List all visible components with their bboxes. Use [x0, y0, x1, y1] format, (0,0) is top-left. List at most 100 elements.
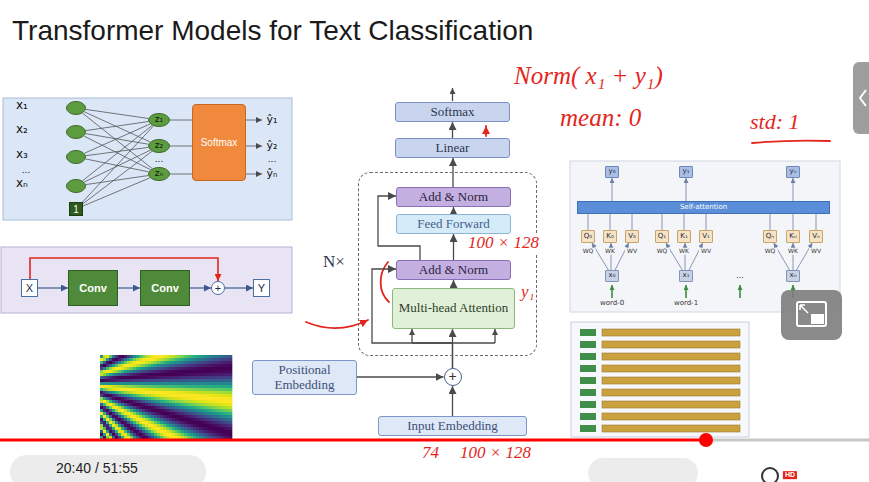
heatmap-cell — [217, 391, 220, 394]
heatmap-cell — [148, 361, 151, 364]
heatmap-cell — [178, 361, 181, 364]
heatmap-cell — [223, 403, 226, 406]
heatmap-cell — [100, 409, 103, 412]
heatmap-cell — [199, 391, 202, 394]
heatmap-cell — [103, 409, 106, 412]
heatmap-cell — [226, 400, 229, 403]
heatmap-cell — [151, 421, 154, 424]
heatmap-cell — [226, 394, 229, 397]
output-arrow — [246, 120, 262, 121]
heatmap-cell — [190, 418, 193, 421]
heatmap-cell — [178, 424, 181, 427]
heatmap-cell — [145, 355, 148, 358]
heatmap-cell — [100, 403, 103, 406]
heatmap-cell — [217, 355, 220, 358]
node-outline — [67, 180, 86, 193]
heatmap-cell — [229, 406, 232, 409]
heatmap-cell — [100, 385, 103, 388]
heatmap-cell — [112, 397, 115, 400]
heatmap-cell — [202, 397, 205, 400]
heatmap-cell — [151, 403, 154, 406]
heatmap-cell — [211, 415, 214, 418]
heatmap-cell — [145, 379, 148, 382]
heatmap-cell — [202, 418, 205, 421]
heatmap-cell — [124, 415, 127, 418]
heatmap-cell — [127, 355, 130, 358]
heatmap-cell — [172, 394, 175, 397]
heatmap-cell — [196, 376, 199, 379]
heatmap-cell — [142, 430, 145, 433]
heatmap-cell — [124, 418, 127, 421]
node-text: Kₙ — [789, 233, 796, 241]
heatmap-cell — [202, 370, 205, 373]
heatmap-cell — [181, 406, 184, 409]
heatmap-cell — [205, 379, 208, 382]
heatmap-cell — [187, 406, 190, 409]
connector — [706, 214, 707, 230]
heatmap-cell — [223, 382, 226, 385]
heatmap-cell — [178, 364, 181, 367]
heatmap-cell — [184, 427, 187, 430]
heatmap-cell — [205, 370, 208, 373]
heatmap-cell — [166, 397, 169, 400]
heatmap-cell — [136, 358, 139, 361]
heatmap-cell — [169, 397, 172, 400]
heatmap-cell — [139, 370, 142, 373]
heatmap-cell — [214, 424, 217, 427]
heatmap-cell — [136, 355, 139, 358]
heatmap-cell — [208, 385, 211, 388]
heatmap-cell — [109, 361, 112, 364]
heatmap-cell — [109, 382, 112, 385]
connector — [816, 214, 817, 230]
heatmap-cell — [130, 376, 133, 379]
heatmap-cell — [214, 379, 217, 382]
heatmap-cell — [142, 394, 145, 397]
heatmap-cell — [211, 361, 214, 364]
heatmap-cell — [217, 406, 220, 409]
heatmap-cell — [193, 379, 196, 382]
heatmap-cell — [229, 427, 232, 430]
connector — [453, 207, 454, 214]
heatmap-cell — [169, 403, 172, 406]
heatmap-cell — [145, 430, 148, 433]
heatmap-cell — [127, 364, 130, 367]
heatmap-cell — [127, 400, 130, 403]
heatmap-cell — [109, 397, 112, 400]
heatmap-cell — [190, 391, 193, 394]
heatmap-cell — [115, 379, 118, 382]
heatmap-cell — [175, 418, 178, 421]
heatmap-cell — [118, 394, 121, 397]
heatmap-cell — [139, 397, 142, 400]
heatmap-cell — [157, 412, 160, 415]
heatmap-cell — [124, 364, 127, 367]
heatmap-cell — [220, 427, 223, 430]
heatmap-cell — [223, 418, 226, 421]
heatmap-cell — [166, 430, 169, 433]
heatmap-cell — [106, 430, 109, 433]
video-time: 20:40 / 51:55 — [56, 461, 138, 476]
heatmap-cell — [175, 409, 178, 412]
heatmap-cell — [214, 400, 217, 403]
heatmap-cell — [178, 379, 181, 382]
heatmap-cell — [178, 406, 181, 409]
heatmap-cell — [100, 427, 103, 430]
heatmap-cell — [184, 421, 187, 424]
heatmap-cell — [154, 430, 157, 433]
heatmap-cell — [169, 385, 172, 388]
heatmap-cell — [109, 367, 112, 370]
heatmap-cell — [190, 421, 193, 424]
heatmap-cell — [112, 376, 115, 379]
heatmap-cell — [154, 427, 157, 430]
embedding-row — [580, 377, 740, 384]
heatmap-cell — [202, 400, 205, 403]
heatmap-cell — [160, 394, 163, 397]
qkv-vector: Q₁ — [655, 230, 669, 243]
heatmap-cell — [202, 406, 205, 409]
heatmap-cell — [163, 427, 166, 430]
heatmap-cell — [193, 415, 196, 418]
heatmap-cell — [199, 397, 202, 400]
attention-panel — [570, 161, 840, 312]
heatmap-cell — [100, 418, 103, 421]
heatmap-cell — [130, 427, 133, 430]
heatmap-cell — [217, 433, 220, 436]
